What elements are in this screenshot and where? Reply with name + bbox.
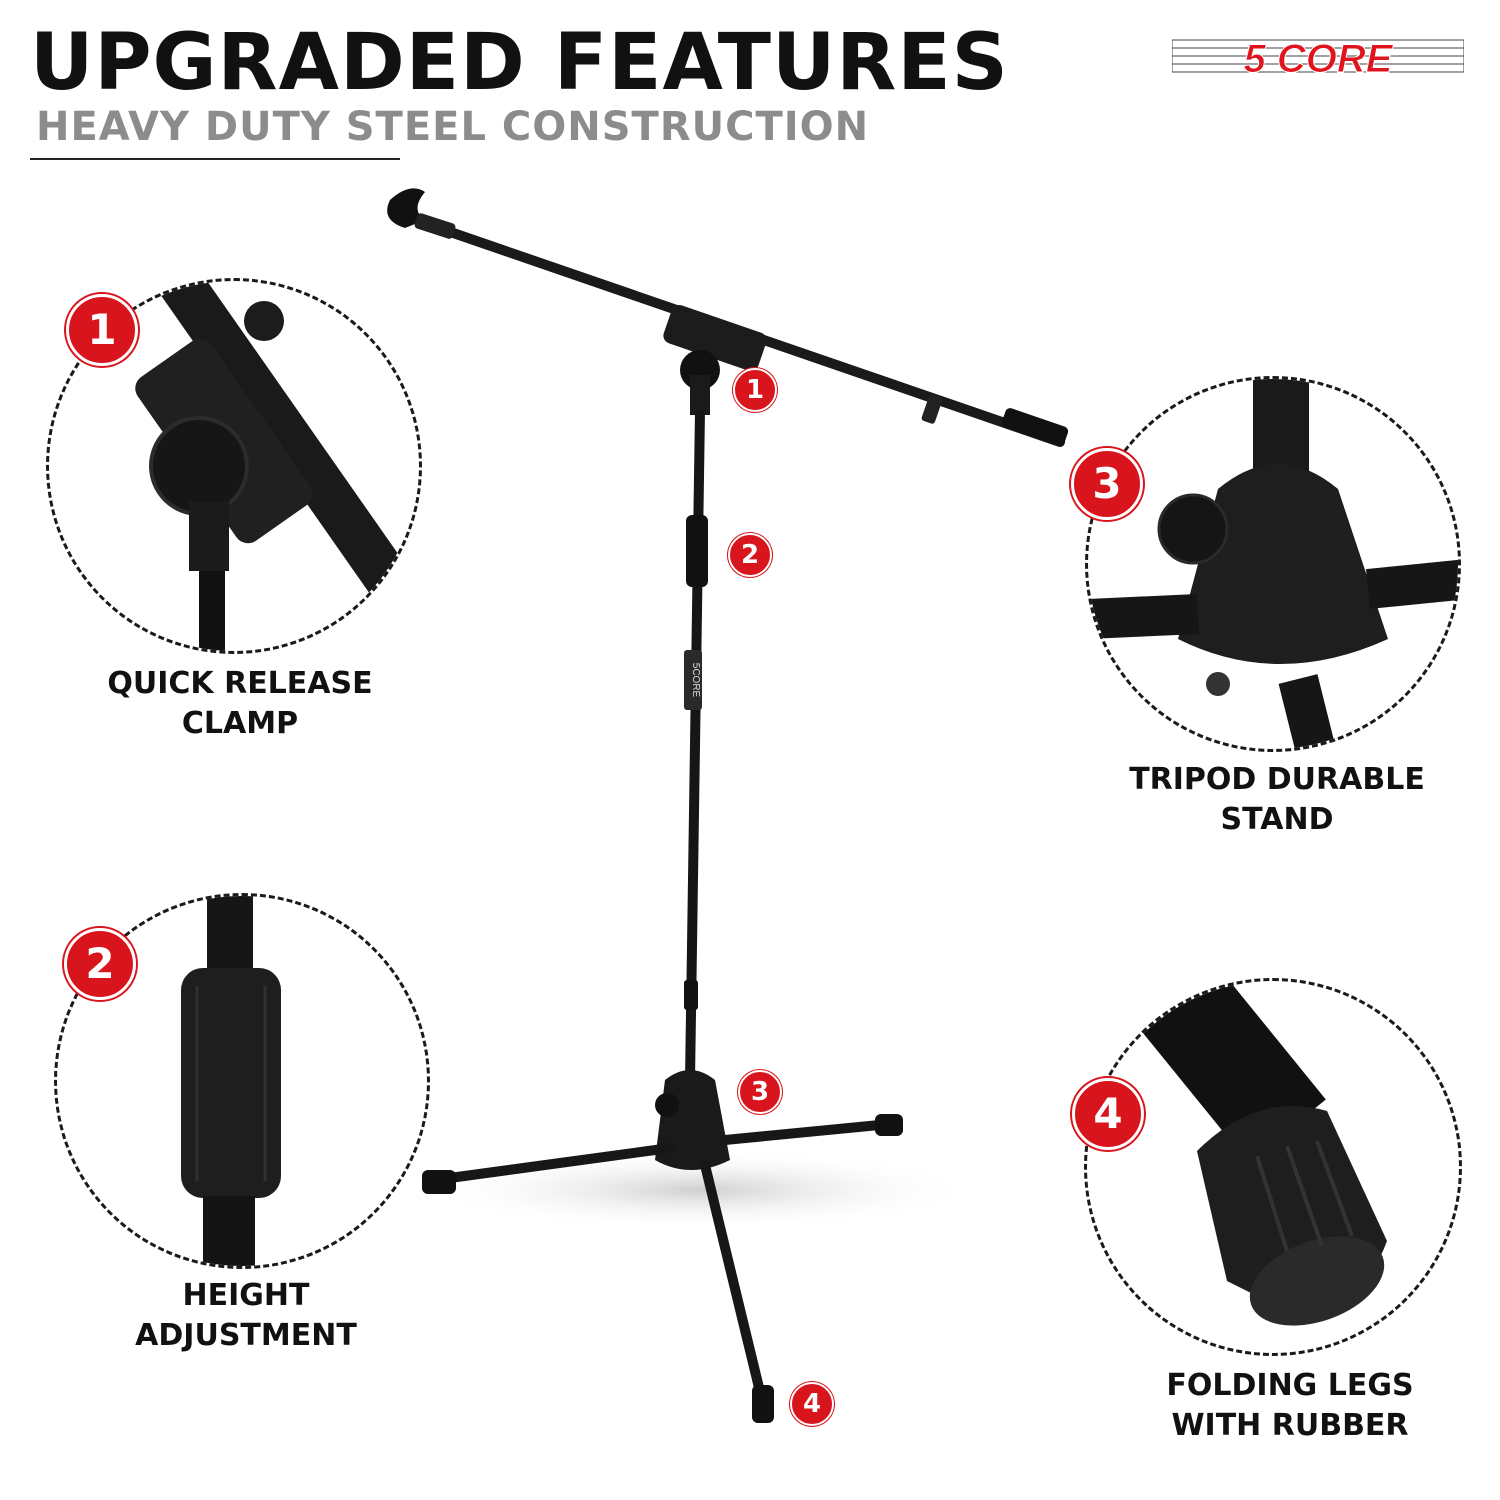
tripod-hub-closeup-image (1088, 379, 1458, 749)
clamp-closeup-image (135, 281, 408, 651)
brand-logo: 5 CORE (1172, 37, 1464, 80)
page-subtitle: HEAVY DUTY STEEL CONSTRUCTION (36, 104, 870, 150)
feature-4-label: FOLDING LEGS WITH RUBBER (1140, 1366, 1440, 1446)
callout-4-badge: 4 (790, 1382, 834, 1426)
page-title: UPGRADED FEATURES (30, 18, 1009, 108)
feature-3-label-line1: TRIPOD DURABLE (1129, 762, 1425, 797)
feature-1-detail (46, 278, 422, 654)
callout-3-badge: 3 (738, 1070, 782, 1114)
feature-2-badge: 2 (64, 928, 136, 1000)
feature-3-label-line2: STAND (1220, 802, 1334, 837)
callout-2-badge: 2 (728, 533, 772, 577)
feature-4-label-line1: FOLDING LEGS (1166, 1368, 1414, 1403)
feature-4-badge: 4 (1072, 1078, 1144, 1150)
feature-2-label-line2: ADJUSTMENT (135, 1318, 357, 1353)
feature-2-detail (54, 893, 430, 1269)
height-knob-closeup-image (181, 896, 281, 1266)
callout-1-badge: 1 (733, 368, 777, 412)
feature-4-label-line2: WITH RUBBER (1171, 1408, 1409, 1443)
feature-4-detail (1084, 978, 1462, 1356)
feature-1-badge: 1 (66, 294, 138, 366)
feature-3-detail (1085, 376, 1461, 752)
feature-1-label-line2: CLAMP (181, 706, 299, 741)
title-underline (30, 158, 400, 160)
brand-logo-text: 5 CORE (1244, 37, 1394, 80)
feature-3-badge: 3 (1071, 448, 1143, 520)
feature-2-label: HEIGHT ADJUSTMENT (96, 1276, 396, 1356)
feature-2-label-line1: HEIGHT (182, 1278, 310, 1313)
feature-1-label: QUICK RELEASE CLAMP (90, 664, 390, 744)
mic-stand-illustration: 5CORE (387, 188, 1069, 1423)
rubber-foot-closeup-image (1118, 981, 1387, 1326)
feature-1-label-line1: QUICK RELEASE (107, 666, 373, 701)
feature-3-label: TRIPOD DURABLE STAND (1120, 760, 1434, 840)
pole-brand-label: 5CORE (690, 663, 701, 698)
